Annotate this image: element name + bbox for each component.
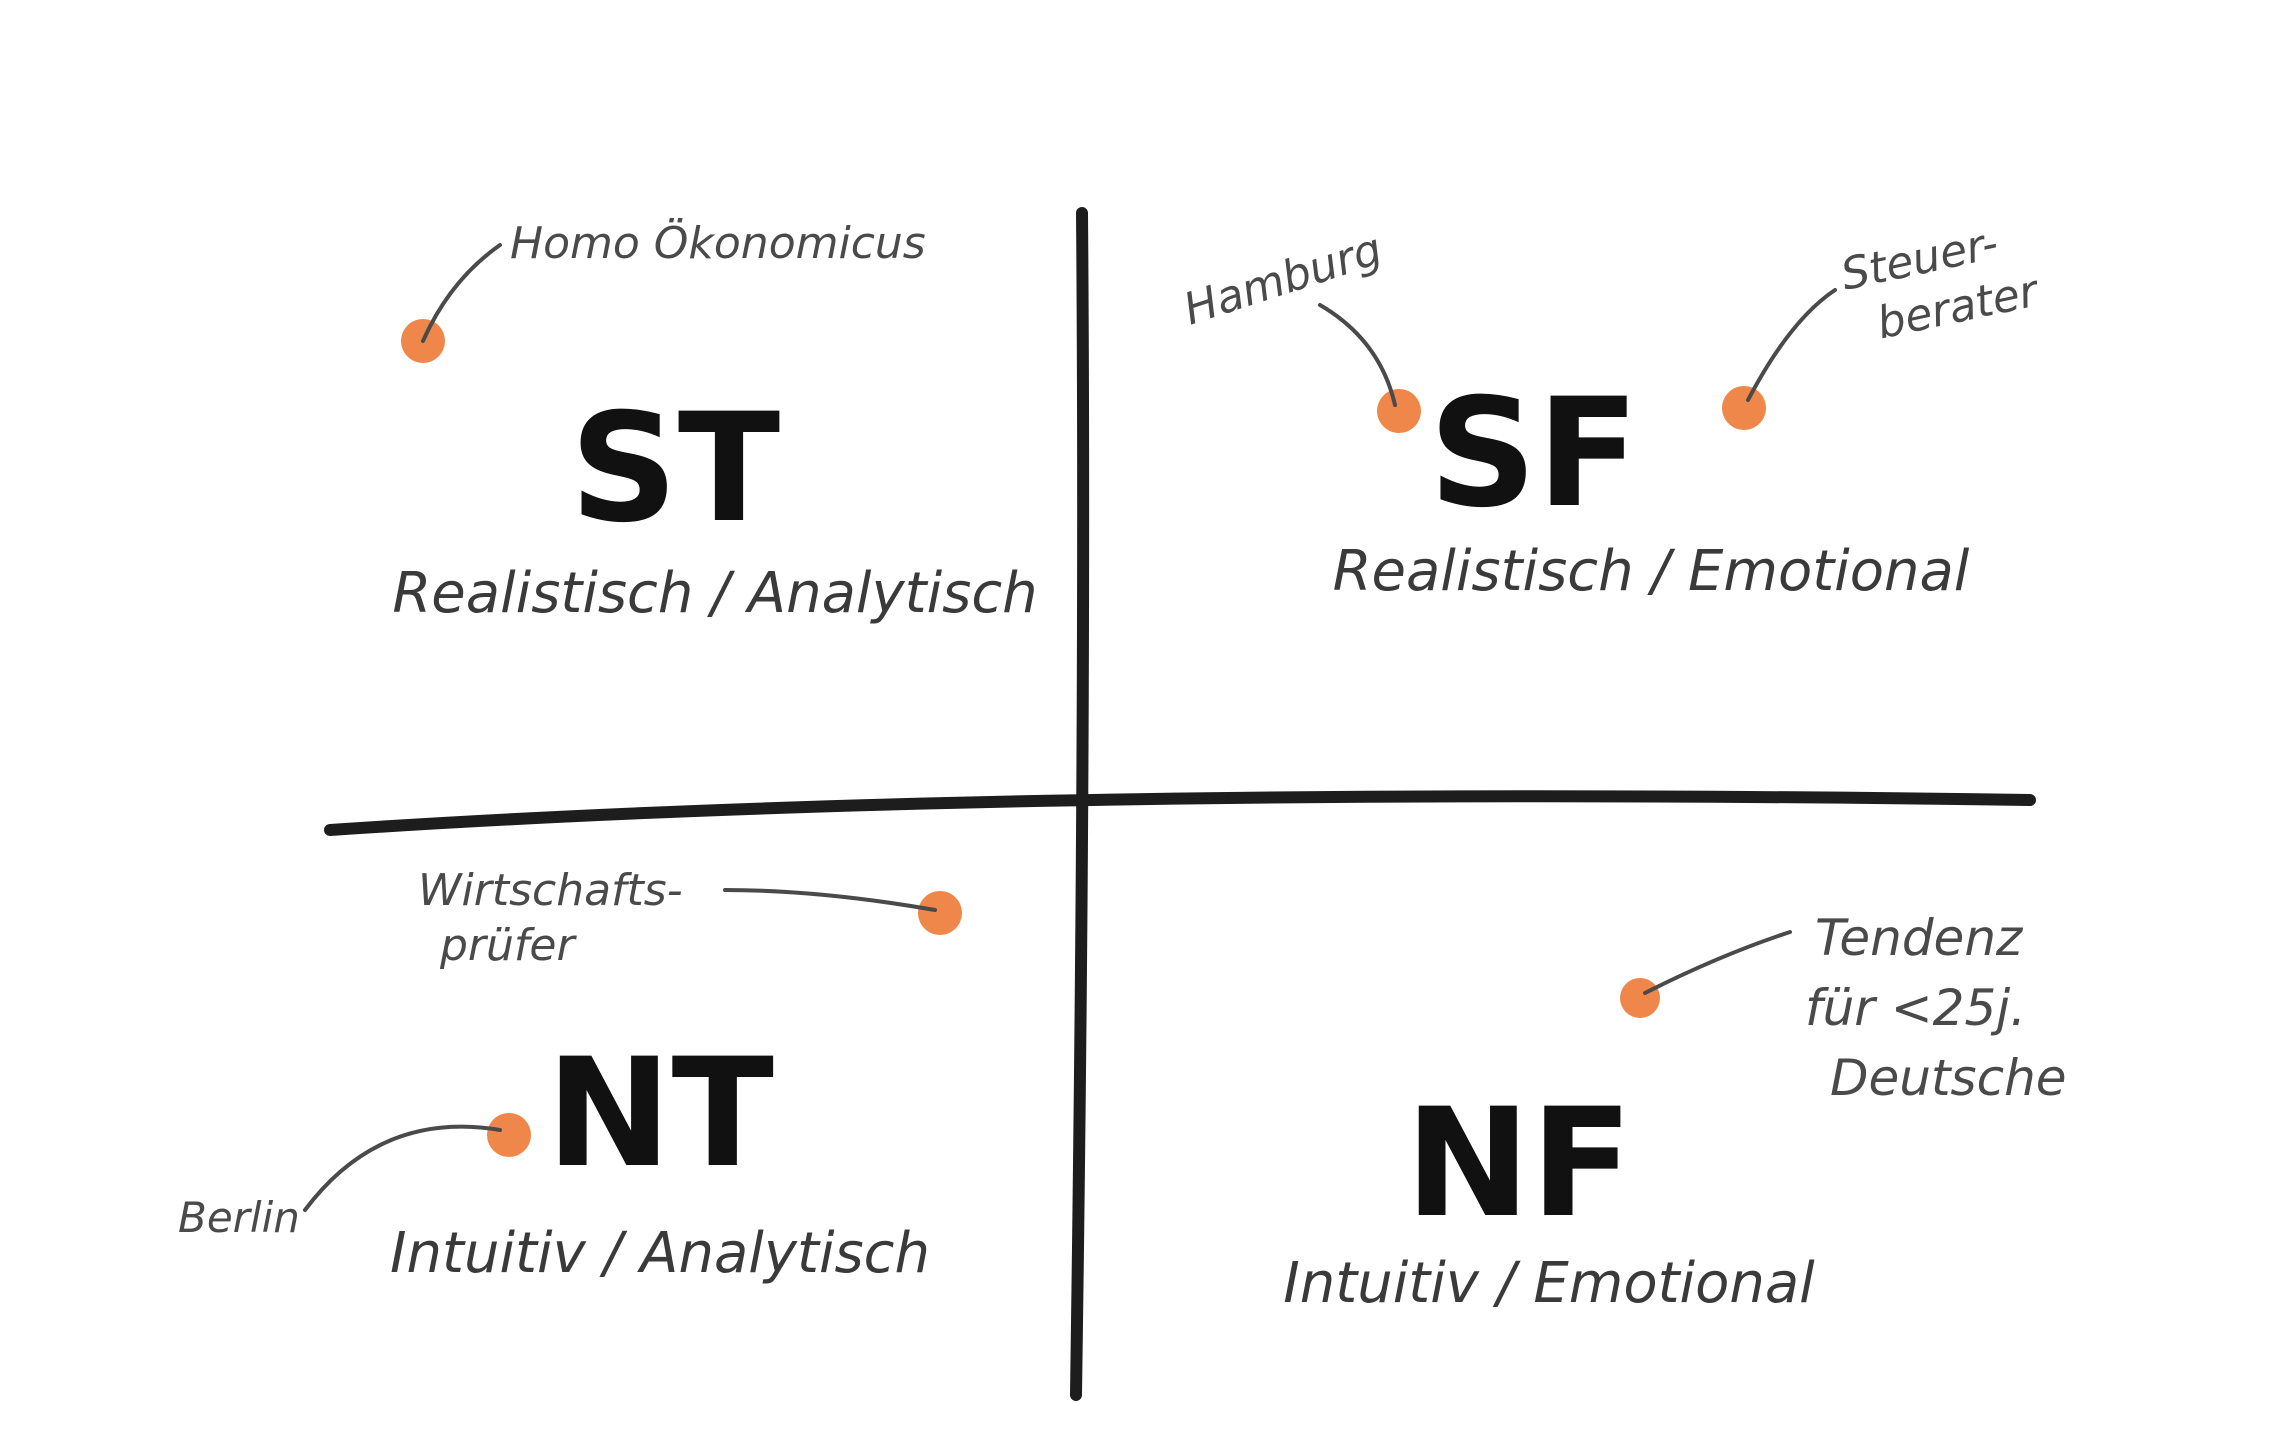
annotation-hamburg: Hamburg [1178, 224, 1388, 336]
annotation-berlin: Berlin [178, 1193, 300, 1242]
quadrant-nt-code: NT [546, 1027, 774, 1201]
quadrant-st-code: ST [570, 382, 780, 556]
marker-dot-wirtschaftspruefer [918, 891, 962, 935]
leader-line [723, 888, 937, 912]
marker-dot-hamburg [1377, 389, 1421, 433]
annotation-wirtschaftspruefer-line2: prüfer [439, 920, 577, 971]
annotation-wirtschaftspruefer: Wirtschafts- prüfer [418, 865, 697, 971]
annotation-tendenz-line2: für <25j. [1805, 979, 2026, 1037]
leader-line [421, 243, 502, 343]
quadrant-nf-label: Intuitiv / Emotional [1283, 1251, 1815, 1316]
annotation-homo-oekonomicus: Homo Ökonomicus [510, 217, 926, 269]
quadrant-sf-code: SF [1429, 367, 1640, 541]
leader-line [303, 1124, 502, 1212]
leader-line [1746, 288, 1837, 402]
marker-dot-berlin [487, 1113, 531, 1157]
annotation-tendenz-line3: Deutsche [1830, 1049, 2067, 1107]
quadrant-nt-label: Intuitiv / Analytisch [390, 1221, 930, 1286]
quadrant-st-label: Realistisch / Analytisch [392, 561, 1037, 626]
vertical-axis [1070, 207, 1090, 1401]
annotation-tendenz-line1: Tendenz [1815, 909, 2024, 967]
quadrant-sf-label: Realistisch / Emotional [1333, 539, 1970, 604]
annotation-tendenz: Tendenz für <25j. Deutsche [1805, 909, 2067, 1107]
horizontal-axis [324, 790, 2036, 836]
annotation-steuerberater: Steuer- berater [1837, 211, 2045, 354]
annotation-wirtschaftspruefer-line1: Wirtschafts- [418, 865, 683, 916]
quadrant-nf-code: NF [1405, 1077, 1633, 1251]
marker-dot-tendenz [1620, 978, 1660, 1018]
leader-line [1318, 303, 1397, 407]
marker-dot-steuerberater [1722, 386, 1766, 430]
leader-line [1643, 930, 1792, 995]
